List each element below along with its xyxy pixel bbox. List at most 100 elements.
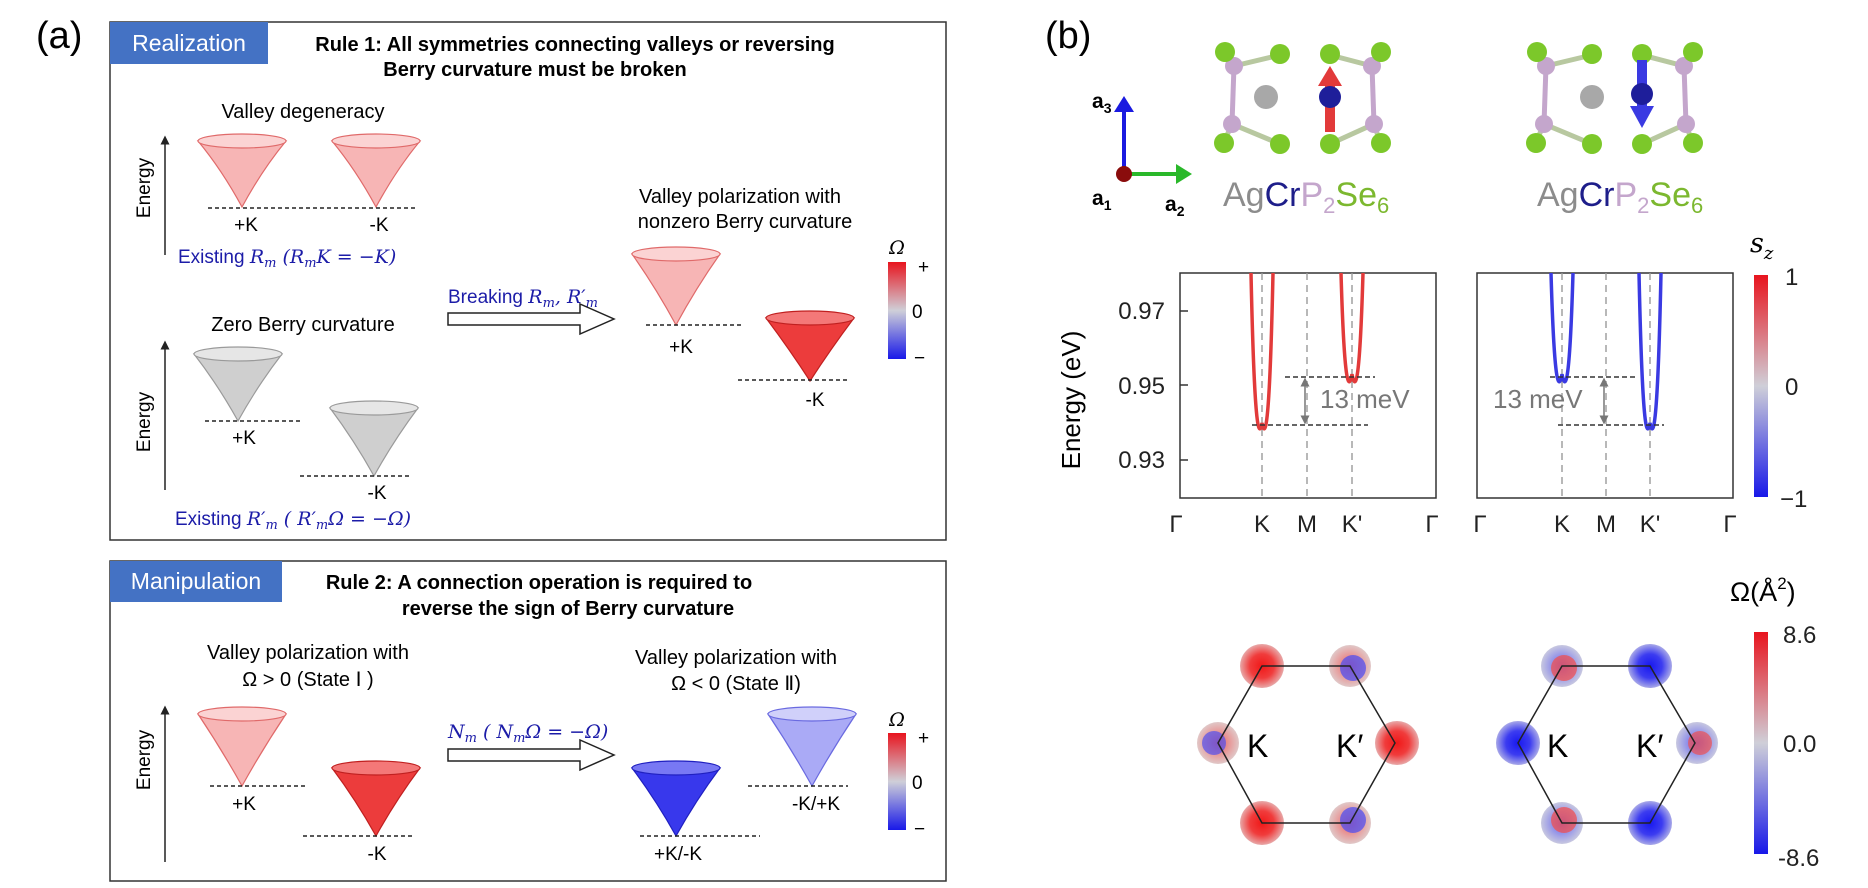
rule2-line2: reverse the sign of Berry curvature — [402, 598, 734, 620]
berry-k-label-right: K — [1547, 728, 1568, 764]
xtick-kp-1: K' — [1342, 511, 1363, 538]
gap-label-left: 13 meV — [1320, 384, 1410, 414]
state2-line1: Valley polarization with — [635, 647, 837, 669]
colorbar-a1-minus: − — [914, 348, 925, 369]
energy-label-2: Energy — [134, 391, 155, 452]
sz-colorbar-min: −1 — [1780, 486, 1807, 513]
band-plot-left — [1179, 272, 1437, 499]
formula-2: AgCrP2Se6 — [1537, 176, 1703, 218]
manipulation-tag: Manipulation — [131, 568, 261, 594]
realization-tag-bg — [110, 22, 268, 64]
xtick-k-1: K — [1254, 511, 1270, 538]
berry-map-right — [1496, 644, 1718, 845]
brillouin-zone-right — [1517, 665, 1696, 824]
ytick-0-93: 0.93 — [1118, 447, 1165, 474]
crystal-structure-spin-up — [1214, 42, 1391, 154]
colorbar-a1-symbol: Ω — [888, 237, 905, 259]
breaking-arrow — [447, 302, 616, 336]
valley-cone-minus-k-state1 — [330, 760, 422, 838]
sz-colorbar-title: sz — [1750, 228, 1774, 264]
berry-kprime-label-left: K′ — [1336, 728, 1363, 764]
realization-box — [109, 21, 947, 541]
berry-kprime-label-right: K′ — [1636, 728, 1663, 764]
colorbar-a2-minus: − — [914, 819, 925, 840]
rule1-line2: Berry curvature must be broken — [383, 59, 686, 81]
colorbar-a1-zero: 0 — [912, 302, 923, 323]
formula-1: AgCrP2Se6 — [1223, 176, 1389, 218]
panel-a-label: (a) — [36, 15, 82, 57]
colorbar-a2 — [888, 733, 906, 830]
xtick-m-1: M — [1297, 511, 1317, 538]
brillouin-zone-left — [1217, 665, 1396, 824]
sz-colorbar-mid: 0 — [1785, 374, 1798, 401]
band-plot-left-ticks — [1180, 310, 1188, 461]
colorbar-a2-zero: 0 — [912, 773, 923, 794]
valley-cone-minus-k-plus-k-state2 — [766, 706, 858, 788]
axis-a3-label: a3 — [1092, 90, 1112, 116]
xtick-gamma-4: Γ — [1723, 511, 1736, 538]
ytick-0-95: 0.95 — [1118, 373, 1165, 400]
valley-cone-plus-k-gray — [192, 346, 284, 423]
label-minus-k-4: -K — [368, 844, 387, 865]
crystal-structure-spin-down — [1526, 42, 1703, 154]
xtick-k-2: K — [1554, 511, 1570, 538]
label-plus-k-1: +K — [234, 215, 258, 236]
band-curve-left-kprime — [1339, 272, 1365, 384]
band-ylabel: Energy (eV) — [1056, 331, 1086, 470]
label-plus-k-minus-k: +K/-K — [654, 844, 702, 865]
axis-a2-label: a2 — [1165, 193, 1185, 219]
realization-tag: Realization — [132, 30, 246, 56]
manipulation-box — [109, 560, 947, 882]
ytick-0-97: 0.97 — [1118, 298, 1165, 325]
valley-cone-minus-k-result — [764, 310, 856, 383]
gap-annotation-left — [1252, 376, 1375, 426]
panel-b-label: (b) — [1045, 15, 1091, 57]
gap-annotation-right — [1550, 376, 1664, 426]
existing-rm: Existing Rm (RmK = −K) — [178, 246, 396, 271]
colorbar-a1-plus: + — [918, 257, 929, 278]
valley-cone-plus-k-minus-k-state2 — [630, 760, 722, 838]
xtick-m-2: M — [1596, 511, 1616, 538]
berry-colorbar — [1754, 632, 1768, 854]
sz-colorbar-max: 1 — [1785, 264, 1798, 291]
valley-cone-plus-k-degenerate — [196, 133, 288, 209]
valley-cone-minus-k-degenerate — [330, 133, 422, 209]
state2-line2: Ω < 0 (State Ⅱ) — [671, 673, 801, 695]
label-plus-k-4: +K — [232, 794, 256, 815]
berry-k-label-left: K — [1247, 728, 1268, 764]
label-minus-k-3: -K — [806, 390, 825, 411]
band-curve-left-k — [1249, 272, 1275, 431]
berry-spot-right-2 — [1676, 722, 1718, 764]
result-line1: Valley polarization with — [639, 186, 841, 208]
berry-colorbar-max: 8.6 — [1783, 622, 1816, 649]
xtick-gamma-3: Γ — [1473, 511, 1486, 538]
label-plus-k-3: +K — [669, 337, 693, 358]
operation-arrow — [447, 738, 616, 772]
colorbar-a2-symbol: Ω — [888, 709, 905, 731]
valley-degeneracy-label: Valley degeneracy — [221, 101, 384, 123]
existing-rm-prime: Existing R′m ( R′mΩ = −Ω) — [175, 508, 411, 533]
zero-berry-label: Zero Berry curvature — [211, 314, 394, 336]
berry-spot-right — [1375, 721, 1419, 765]
berry-colorbar-mid: 0.0 — [1783, 731, 1816, 758]
lattice-axes — [1114, 96, 1192, 184]
breaking-label: Breaking Rm, R′m — [448, 286, 598, 311]
sz-colorbar — [1754, 275, 1768, 497]
manipulation-tag-bg — [110, 561, 282, 602]
label-plus-k-2: +K — [232, 428, 256, 449]
band-plot-left-frame — [1179, 272, 1437, 499]
rule1-line1: Rule 1: All symmetries connecting valley… — [315, 34, 834, 56]
axis-a1-label: a1 — [1092, 187, 1112, 213]
valley-cone-plus-k-result — [630, 246, 722, 327]
rule2-line1: Rule 2: A connection operation is requir… — [326, 572, 752, 594]
valley-cone-minus-k-gray — [328, 400, 420, 478]
energy-label-1: Energy — [134, 157, 155, 218]
xtick-gamma-2: Γ — [1425, 511, 1438, 538]
label-minus-k-2: -K — [368, 483, 387, 504]
berry-map-left — [1197, 644, 1419, 845]
band-curve-right-kprime — [1637, 272, 1663, 431]
gap-label-right: 13 meV — [1493, 384, 1583, 414]
label-minus-k-plus-k: -K/+K — [792, 794, 840, 815]
state1-line1: Valley polarization with — [207, 642, 409, 664]
